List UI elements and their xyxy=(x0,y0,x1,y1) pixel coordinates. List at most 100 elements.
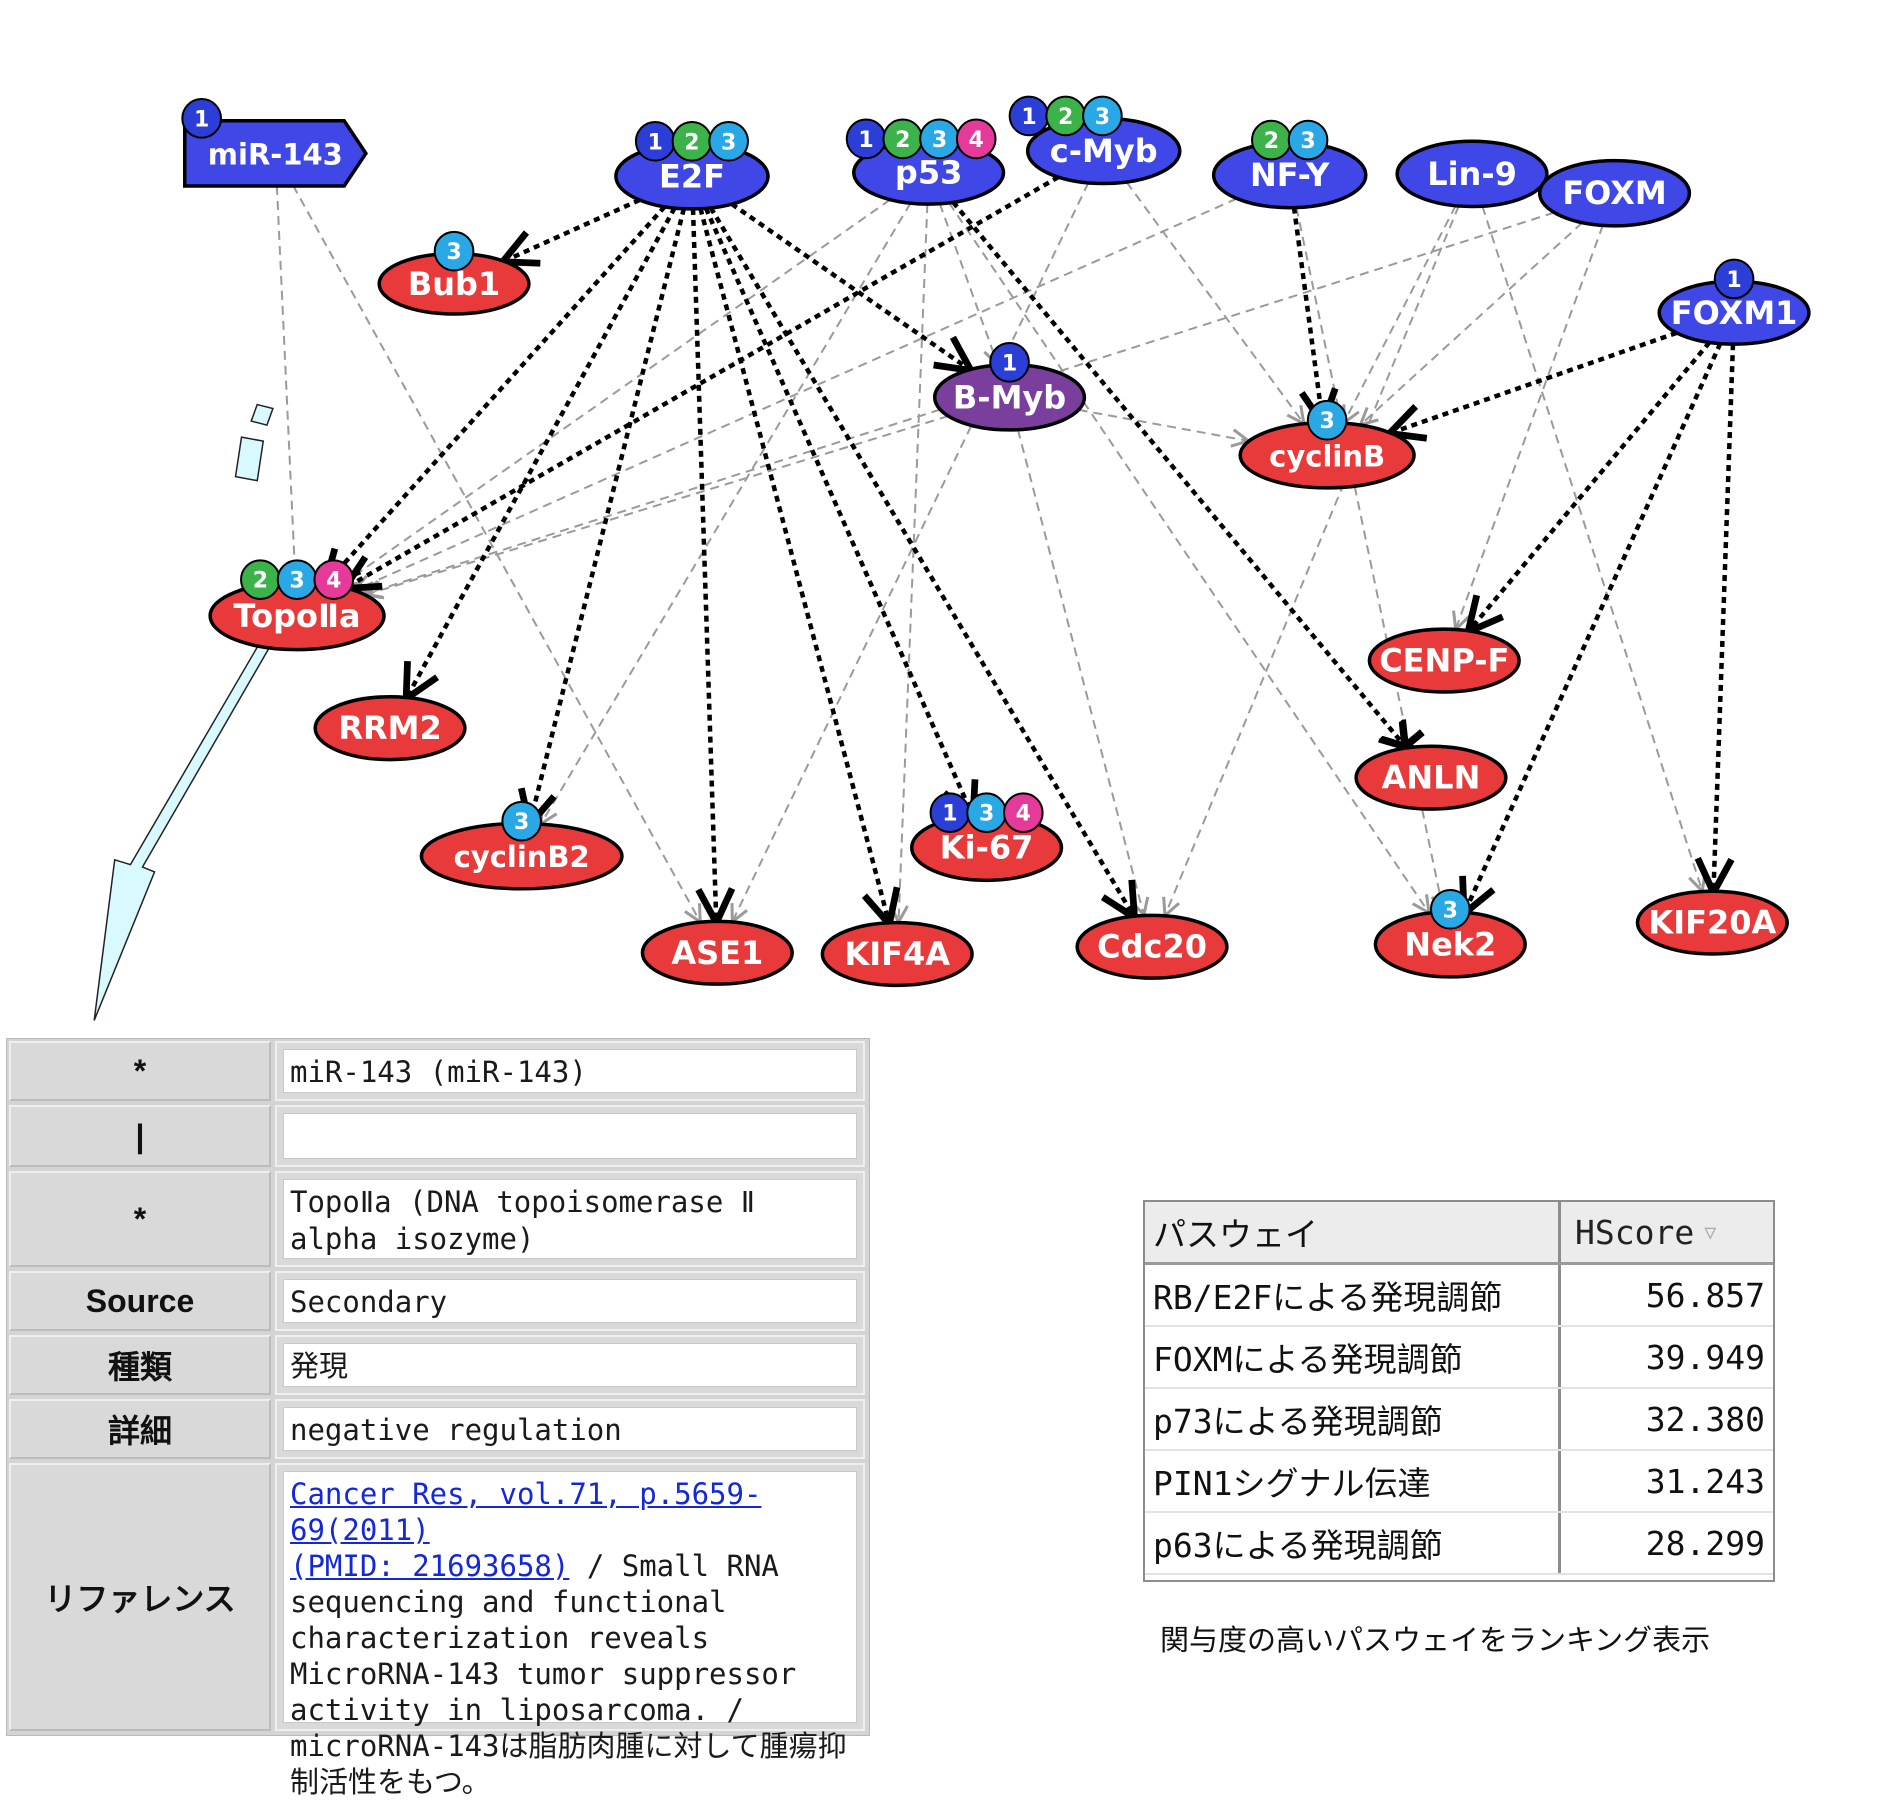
badge-number: 2 xyxy=(253,569,268,594)
node-shape xyxy=(1537,158,1692,228)
callout-dash-1 xyxy=(234,436,265,482)
detail-label: | xyxy=(9,1105,271,1167)
edge-bmyb-topo[interactable] xyxy=(367,415,949,594)
pathway-score: 56.857 xyxy=(1645,1275,1765,1315)
hscore-label: HScore xyxy=(1575,1212,1695,1252)
reference-pmid-link[interactable]: (PMID: 21693658) xyxy=(290,1549,570,1583)
edge-e2f-cyclinb2[interactable] xyxy=(530,208,687,822)
edge-cmyb-topo[interactable] xyxy=(347,175,1060,587)
node-label: ASE1 xyxy=(671,934,763,972)
column-header-hscore[interactable]: HScore ▽ xyxy=(1561,1202,1773,1262)
node-shape xyxy=(1367,627,1521,694)
edge-foxm1-cyclinb[interactable] xyxy=(1393,330,1678,432)
edge-p53-bmyb[interactable] xyxy=(938,203,997,363)
pathway-name: FOXMによる発現調節 xyxy=(1145,1327,1561,1387)
edge-e2f-cdc20[interactable] xyxy=(708,206,1133,915)
table-row[interactable]: PIN1シグナル伝達 31.243 xyxy=(1145,1451,1773,1513)
table-row[interactable]: FOXMによる発現調節 39.949 xyxy=(1145,1327,1773,1389)
reference-journal-link[interactable]: Cancer Res, vol.71, p.5659-69(2011) xyxy=(290,1477,762,1547)
node-cenpf[interactable]: CENP-F xyxy=(1367,627,1521,694)
edge-foxm-cenpf[interactable] xyxy=(1456,225,1604,627)
edge-e2f-topo[interactable] xyxy=(327,205,667,583)
edge-e2f-ki67[interactable] xyxy=(703,207,972,814)
node-label: p53 xyxy=(895,154,962,192)
node-lin9[interactable]: Lin-9 xyxy=(1395,139,1549,209)
edge-p53-nek2[interactable] xyxy=(948,202,1428,912)
edge-lin9-cdc20[interactable] xyxy=(1166,205,1460,914)
badge-3-icon xyxy=(433,230,475,272)
column-header-pathway[interactable]: パスウェイ xyxy=(1145,1202,1561,1262)
edge-cmyb-cyclinb[interactable] xyxy=(1125,181,1303,422)
edge-p53-cyclinb2[interactable] xyxy=(542,202,912,822)
edge-foxm-cyclinb[interactable] xyxy=(1362,221,1583,424)
node-kif20a[interactable]: KIF20A xyxy=(1635,889,1789,956)
node-shape xyxy=(1395,139,1549,209)
node-anln[interactable]: ANLN xyxy=(1354,744,1508,811)
node-kif4a[interactable]: KIF4A xyxy=(820,920,974,988)
pathway-score: 39.949 xyxy=(1645,1337,1765,1377)
edge-p53-kif4a[interactable] xyxy=(899,204,929,921)
sort-descending-icon: ▽ xyxy=(1704,1220,1717,1244)
pathway-name: RB/E2Fによる発現調節 xyxy=(1145,1265,1561,1325)
detail-label: 詳細 xyxy=(9,1399,271,1459)
edge-foxm1-cenpf[interactable] xyxy=(1470,340,1712,629)
edge-foxm1-nek2[interactable] xyxy=(1466,342,1723,911)
edge-e2f-rrm2[interactable] xyxy=(408,206,677,696)
badge-number: 3 xyxy=(979,802,994,827)
edge-layer xyxy=(275,175,1736,921)
edge-mir143-topo[interactable] xyxy=(275,185,296,580)
edge-e2f-kif4a[interactable] xyxy=(698,208,888,921)
edge-foxm1-kif20a[interactable] xyxy=(1714,344,1736,889)
node-shape xyxy=(1075,913,1229,980)
edge-lin9-cyclinb[interactable] xyxy=(1345,205,1457,422)
badge-3-icon xyxy=(1287,119,1329,161)
node-cdc20[interactable]: Cdc20 xyxy=(1075,913,1229,980)
node-label: cyclinB2 xyxy=(454,840,590,874)
pathway-name: p63による発現調節 xyxy=(1145,1513,1561,1573)
node-label: miR-143 xyxy=(208,137,343,171)
badge-number: 4 xyxy=(326,569,341,594)
badge-4-icon xyxy=(1002,792,1044,834)
pathway-score: 31.243 xyxy=(1645,1461,1765,1501)
badge-number: 1 xyxy=(1021,105,1036,130)
edge-p53-anln[interactable] xyxy=(951,200,1405,746)
edge-bmyb-cdc20[interactable] xyxy=(1016,429,1143,914)
node-shape xyxy=(183,119,369,188)
node-rrm2[interactable]: RRM2 xyxy=(313,695,467,762)
callout-arrow-shape xyxy=(93,603,296,1021)
badge-4-icon xyxy=(955,118,997,160)
node-ase1[interactable]: ASE1 xyxy=(640,919,794,986)
edge-e2f-ase1[interactable] xyxy=(690,208,716,919)
table-row[interactable]: RB/E2Fによる発現調節 56.857 xyxy=(1145,1265,1773,1327)
edge-e2f-bmyb[interactable] xyxy=(730,202,968,368)
reference-text: Cancer Res, vol.71, p.5659-69(2011)(PMID… xyxy=(283,1471,857,1799)
detail-value: 発現 xyxy=(283,1343,857,1387)
edge-mir143-ase1[interactable] xyxy=(292,184,699,920)
badge-number: 3 xyxy=(1319,409,1334,434)
edge-nfy-cyclinb[interactable] xyxy=(1291,207,1322,421)
node-foxm[interactable]: FOXM xyxy=(1537,158,1692,228)
edge-e2f-bub1[interactable] xyxy=(506,197,641,260)
edge-cmyb-ase1[interactable] xyxy=(733,182,1090,920)
badge-number: 1 xyxy=(858,128,873,153)
table-row[interactable]: p73による発現調節 32.380 xyxy=(1145,1389,1773,1451)
edge-bmyb-cyclinb[interactable] xyxy=(1078,408,1247,441)
table-row[interactable]: p63による発現調節 28.299 xyxy=(1145,1513,1773,1575)
edge-nfy-topo[interactable] xyxy=(356,197,1238,590)
detail-label: Source xyxy=(9,1271,271,1331)
edge-p53-topo[interactable] xyxy=(341,198,891,586)
